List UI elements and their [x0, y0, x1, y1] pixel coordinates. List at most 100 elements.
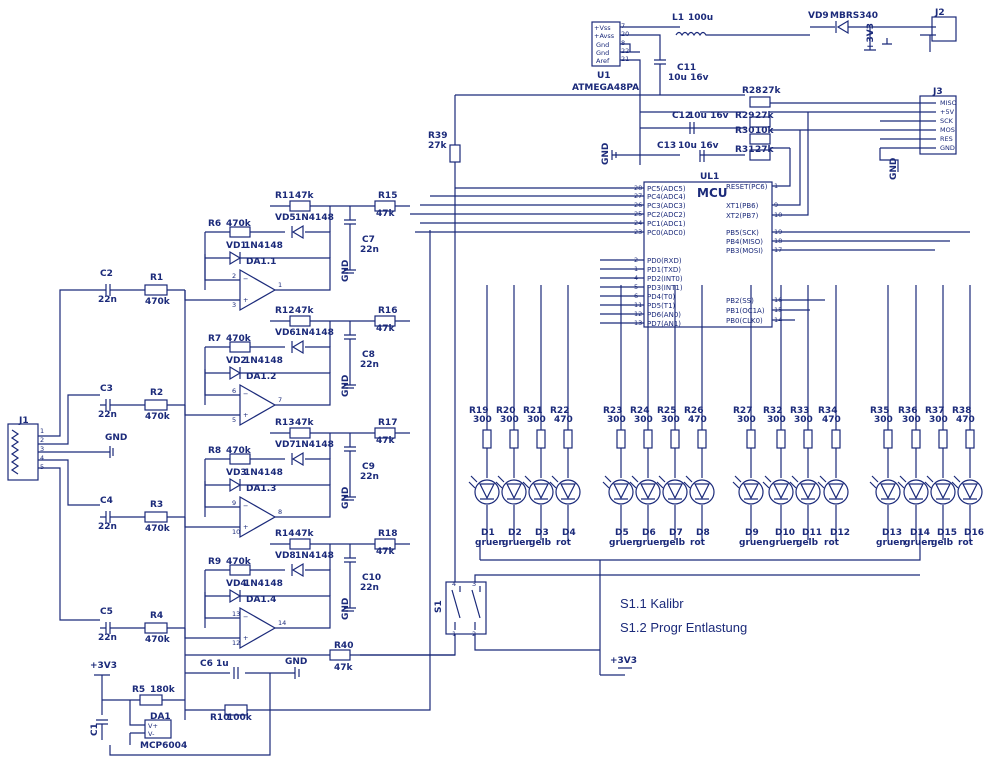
j3-pin: MOSI — [940, 126, 957, 134]
upper-diode — [291, 451, 304, 467]
diode-part: 1N4148 — [295, 328, 334, 338]
s1-switch[interactable]: S1 4 3 1 2 — [360, 500, 920, 656]
input-cap-ref: C5 — [100, 607, 113, 617]
mcu-pin-label: PC1(ADC1) — [647, 220, 686, 228]
gnd-label: GND — [341, 598, 351, 620]
j3-pin: +5V — [940, 108, 955, 116]
r39-ref: R39 — [428, 131, 447, 141]
upper-diode — [291, 339, 304, 355]
opamp-plus: + — [243, 634, 248, 642]
output-cap-value: 22n — [360, 360, 379, 370]
led-mark — [468, 475, 494, 500]
led-mark — [629, 475, 655, 500]
series-resistor — [144, 399, 168, 411]
diode-part: 1N4148 — [244, 241, 283, 251]
gnd-symbol — [344, 607, 356, 612]
opamp-pin: 9 — [232, 499, 236, 507]
s1-note-2: S1.2 Progr Entlastung — [620, 620, 747, 635]
led-resistor-value: 300 — [661, 415, 680, 425]
led-resistor-ref: R24 — [630, 406, 649, 416]
led-resistor-value: 300 — [473, 415, 492, 425]
r40-resistor — [329, 649, 351, 661]
feedback-wire — [204, 484, 331, 518]
led-resistor-value: 470 — [956, 415, 975, 425]
led-resistor — [643, 429, 653, 449]
led-diode — [773, 483, 789, 500]
series-resistor-value: 470k — [145, 297, 171, 307]
input-cap-ref: C4 — [100, 496, 113, 506]
opamp-pin: 5 — [232, 416, 236, 424]
diode-part: 1N4148 — [295, 440, 334, 450]
u1-pin-num: 21 — [621, 55, 629, 63]
led-ref: D13 — [882, 528, 902, 538]
opamp-symbol — [239, 268, 277, 312]
u1-pin-num: 22 — [621, 47, 629, 55]
led-mark — [522, 475, 548, 500]
gnd-symbol — [344, 269, 356, 274]
led-resistor-ref: R33 — [790, 406, 809, 416]
led-resistor-ref: R22 — [550, 406, 569, 416]
feedback-diode — [229, 250, 242, 266]
led-resistor-value: 470 — [688, 415, 707, 425]
series-resistor-value: 470k — [145, 412, 171, 422]
output-cap-ref: C8 — [362, 350, 375, 360]
led-resistor-ref: R36 — [898, 406, 917, 416]
output-resistor-ref: R15 — [378, 191, 397, 201]
output-resistor-ref: R18 — [378, 529, 397, 539]
led-mark — [762, 475, 788, 500]
vd9-diode — [836, 19, 849, 35]
mcu-pin-label: PD2(INT0) — [647, 275, 683, 283]
mcu-pin-label: PC3(ADC3) — [647, 202, 686, 210]
led-mark — [732, 475, 758, 500]
da1-pin: V- — [148, 730, 155, 738]
led-resistor — [509, 429, 519, 449]
input-resistor — [229, 341, 251, 353]
r31-value: 27k — [755, 145, 775, 155]
j1-pin: 1 — [40, 427, 44, 435]
led-diode — [640, 483, 656, 500]
mcu-pin-label: PC5(ADC5) — [647, 185, 686, 193]
led-diode — [800, 483, 816, 500]
mcu-pin-label: PD1(TXD) — [647, 266, 681, 274]
da1-ref: DA1 — [150, 712, 171, 722]
r40-value: 47k — [334, 663, 354, 673]
c13-value: 10u 16v — [678, 141, 719, 151]
led-resistor — [911, 429, 921, 449]
r29-resistor — [749, 116, 771, 128]
led-mark — [495, 475, 521, 500]
opamp-symbol — [239, 495, 277, 539]
output-resistor-ref: R16 — [378, 306, 397, 316]
led-diode — [694, 483, 710, 500]
mcu-pin-label: PD3(INT1) — [647, 284, 683, 292]
input-resistor-value: 470k — [226, 557, 252, 567]
led-resistor-ref: R34 — [818, 406, 837, 416]
l1-value: 100u — [688, 13, 713, 23]
opamp-pin: 8 — [278, 508, 282, 516]
led-resistor — [482, 429, 492, 449]
opamp-ref: DA1.3 — [246, 484, 276, 494]
input-resistor-value: 470k — [226, 446, 252, 456]
u1-pin-num: 8 — [621, 39, 625, 47]
j3-connector — [919, 95, 957, 155]
series-resistor-value: 470k — [145, 524, 171, 534]
series-resistor — [144, 511, 168, 523]
led-ref: D6 — [642, 528, 656, 538]
led-mark — [549, 475, 575, 500]
led-resistor-value: 470 — [822, 415, 841, 425]
j1-connector — [7, 423, 39, 481]
led-mark — [897, 475, 923, 500]
j1-ref: J1 — [18, 416, 29, 426]
s1-pin-1: 1 — [452, 630, 456, 638]
r5-value: 180k — [150, 685, 176, 695]
gnd-c13: GND — [601, 143, 611, 165]
opamp-minus: − — [243, 502, 248, 510]
diode-ref: VD5 — [275, 213, 296, 223]
input-cap-ref: C3 — [100, 384, 113, 394]
led-resistor-ref: R27 — [733, 406, 752, 416]
input-resistor-value: 470k — [226, 334, 252, 344]
r39-value: 27k — [428, 141, 448, 151]
